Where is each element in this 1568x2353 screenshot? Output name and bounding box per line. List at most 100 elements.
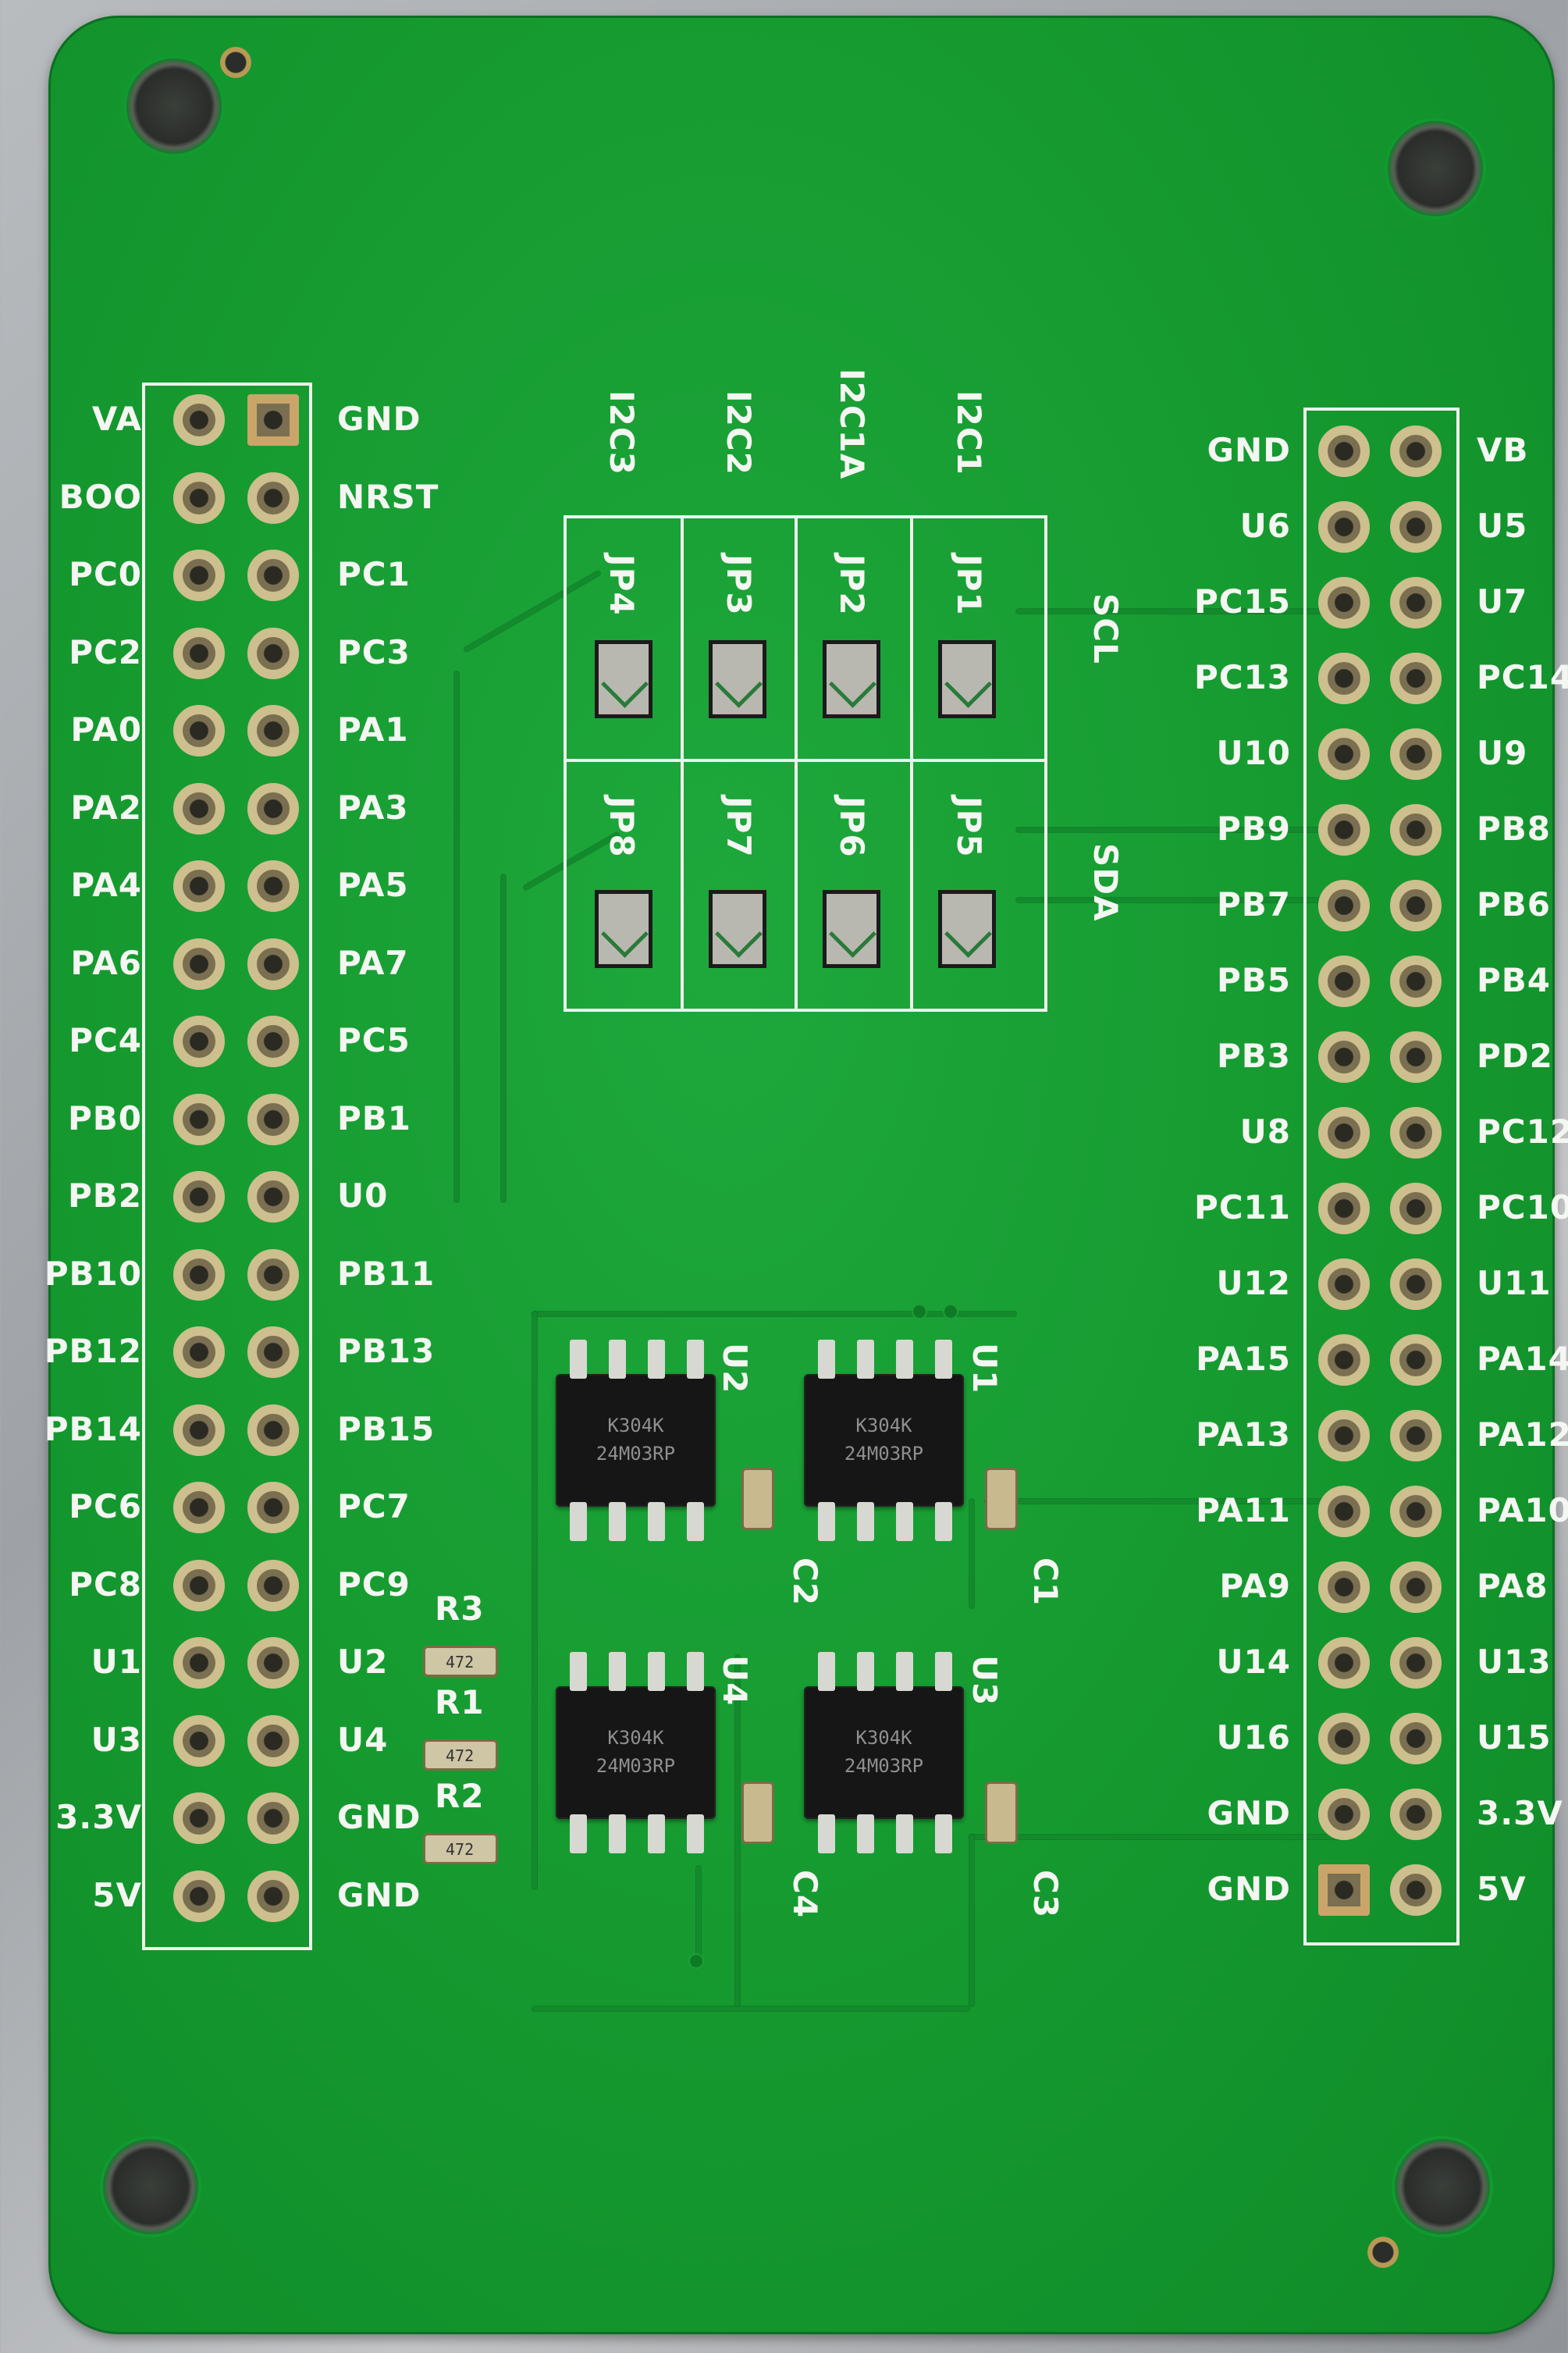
right-header-pin[interactable] — [1318, 1789, 1370, 1840]
right-header-pin[interactable] — [1390, 653, 1442, 704]
right-header-pin[interactable] — [1318, 1864, 1370, 1916]
jumper-jp5[interactable] — [938, 890, 996, 968]
jumper-jp4[interactable] — [595, 640, 652, 718]
right-header-pin[interactable] — [1318, 1637, 1370, 1689]
left-header-pin[interactable] — [247, 1482, 299, 1533]
jumper-jp2[interactable] — [823, 640, 880, 718]
right-header-pin[interactable] — [1318, 1713, 1370, 1764]
left-header-pin[interactable] — [173, 1792, 225, 1844]
right-header-pin[interactable] — [1390, 1258, 1442, 1310]
right-header-pin[interactable] — [1318, 1334, 1370, 1386]
left-header-left-label: PA0 — [70, 710, 142, 749]
right-header-pin[interactable] — [1318, 653, 1370, 704]
ic-leg — [648, 1814, 665, 1853]
left-header-pin[interactable] — [247, 1093, 299, 1145]
jumper-jp7[interactable] — [709, 890, 766, 968]
right-header-pin[interactable] — [1318, 1183, 1370, 1234]
left-header-pin[interactable] — [247, 1326, 299, 1378]
right-header-pin[interactable] — [1390, 804, 1442, 856]
right-header-pin[interactable] — [1390, 425, 1442, 477]
mounting-hole-bottom-right — [1395, 2139, 1490, 2234]
left-header-right-label: PC1 — [337, 555, 411, 593]
ic-leg — [857, 1652, 874, 1691]
right-header-pin[interactable] — [1318, 577, 1370, 628]
right-header-pin[interactable] — [1390, 1864, 1442, 1916]
left-header-pin[interactable] — [247, 472, 299, 524]
right-header-pin[interactable] — [1318, 956, 1370, 1007]
left-header-pin[interactable] — [173, 1559, 225, 1611]
left-header-pin[interactable] — [173, 1093, 225, 1145]
right-header-pin[interactable] — [1390, 501, 1442, 553]
left-header-pin[interactable] — [247, 1637, 299, 1689]
left-header-pin[interactable] — [173, 1326, 225, 1378]
left-header-pin[interactable] — [173, 1637, 225, 1689]
right-header-pin[interactable] — [1390, 1789, 1442, 1840]
right-header-pin[interactable] — [1390, 880, 1442, 931]
left-header-pin[interactable] — [247, 860, 299, 912]
right-header-pin[interactable] — [1390, 577, 1442, 628]
left-header-pin[interactable] — [173, 394, 225, 446]
left-header-left-label: 5V — [92, 1875, 142, 1914]
left-header-pin[interactable] — [173, 938, 225, 990]
left-header-pin[interactable] — [247, 1870, 299, 1922]
left-header-pin[interactable] — [247, 1714, 299, 1767]
right-header-pin[interactable] — [1390, 1713, 1442, 1764]
left-header-pin[interactable] — [173, 705, 225, 756]
right-header-pin[interactable] — [1390, 1637, 1442, 1689]
left-header-left-label: PC6 — [69, 1487, 142, 1525]
resistor-r2: 472 — [423, 1833, 498, 1864]
left-header-pin[interactable] — [247, 705, 299, 756]
right-header-pin[interactable] — [1318, 425, 1370, 477]
left-header-pin[interactable] — [247, 1016, 299, 1067]
right-header-pin[interactable] — [1318, 728, 1370, 780]
right-header-pin[interactable] — [1318, 1031, 1370, 1083]
left-header-pin[interactable] — [247, 627, 299, 679]
capacitor-c3 — [985, 1782, 1018, 1844]
left-header-pin[interactable] — [247, 1792, 299, 1844]
left-header-pin[interactable] — [247, 550, 299, 601]
jumper-jp8[interactable] — [595, 890, 652, 968]
right-header-pin[interactable] — [1390, 1334, 1442, 1386]
right-header-left-label: GND — [1207, 1794, 1291, 1832]
left-header-pin[interactable] — [173, 1016, 225, 1067]
left-header-pin[interactable] — [173, 1404, 225, 1456]
right-header-pin[interactable] — [1390, 1031, 1442, 1083]
right-header-pin[interactable] — [1390, 1183, 1442, 1234]
right-header-pin[interactable] — [1390, 1410, 1442, 1461]
right-header-pin[interactable] — [1390, 1107, 1442, 1159]
left-header-pin[interactable] — [173, 1870, 225, 1922]
left-header-pin[interactable] — [173, 627, 225, 679]
right-header-pin[interactable] — [1318, 1561, 1370, 1613]
right-header-pin[interactable] — [1318, 1107, 1370, 1159]
jumper-jp1[interactable] — [938, 640, 996, 718]
left-header-right-label: PA7 — [337, 943, 409, 982]
left-header-pin[interactable] — [247, 394, 299, 446]
left-header-pin[interactable] — [247, 1559, 299, 1611]
right-header-pin[interactable] — [1318, 501, 1370, 553]
right-header-pin[interactable] — [1390, 728, 1442, 780]
left-header-pin[interactable] — [247, 1248, 299, 1301]
left-header-pin[interactable] — [173, 1171, 225, 1223]
left-header-pin[interactable] — [173, 1714, 225, 1767]
right-header-pin[interactable] — [1318, 880, 1370, 931]
left-header-left-label: VA — [91, 400, 142, 438]
left-header-pin[interactable] — [173, 1482, 225, 1533]
left-header-pin[interactable] — [173, 472, 225, 524]
right-header-pin[interactable] — [1318, 1486, 1370, 1537]
left-header-pin[interactable] — [173, 550, 225, 601]
left-header-pin[interactable] — [247, 782, 299, 835]
left-header-pin[interactable] — [247, 1404, 299, 1456]
right-header-pin[interactable] — [1390, 1561, 1442, 1613]
right-header-pin[interactable] — [1318, 804, 1370, 856]
left-header-pin[interactable] — [247, 938, 299, 990]
left-header-pin[interactable] — [173, 1248, 225, 1301]
jumper-jp3[interactable] — [709, 640, 766, 718]
left-header-pin[interactable] — [173, 860, 225, 912]
jumper-jp6[interactable] — [823, 890, 880, 968]
right-header-pin[interactable] — [1390, 956, 1442, 1007]
right-header-pin[interactable] — [1390, 1486, 1442, 1537]
left-header-pin[interactable] — [173, 782, 225, 835]
left-header-pin[interactable] — [247, 1171, 299, 1223]
right-header-pin[interactable] — [1318, 1258, 1370, 1310]
right-header-pin[interactable] — [1318, 1410, 1370, 1461]
